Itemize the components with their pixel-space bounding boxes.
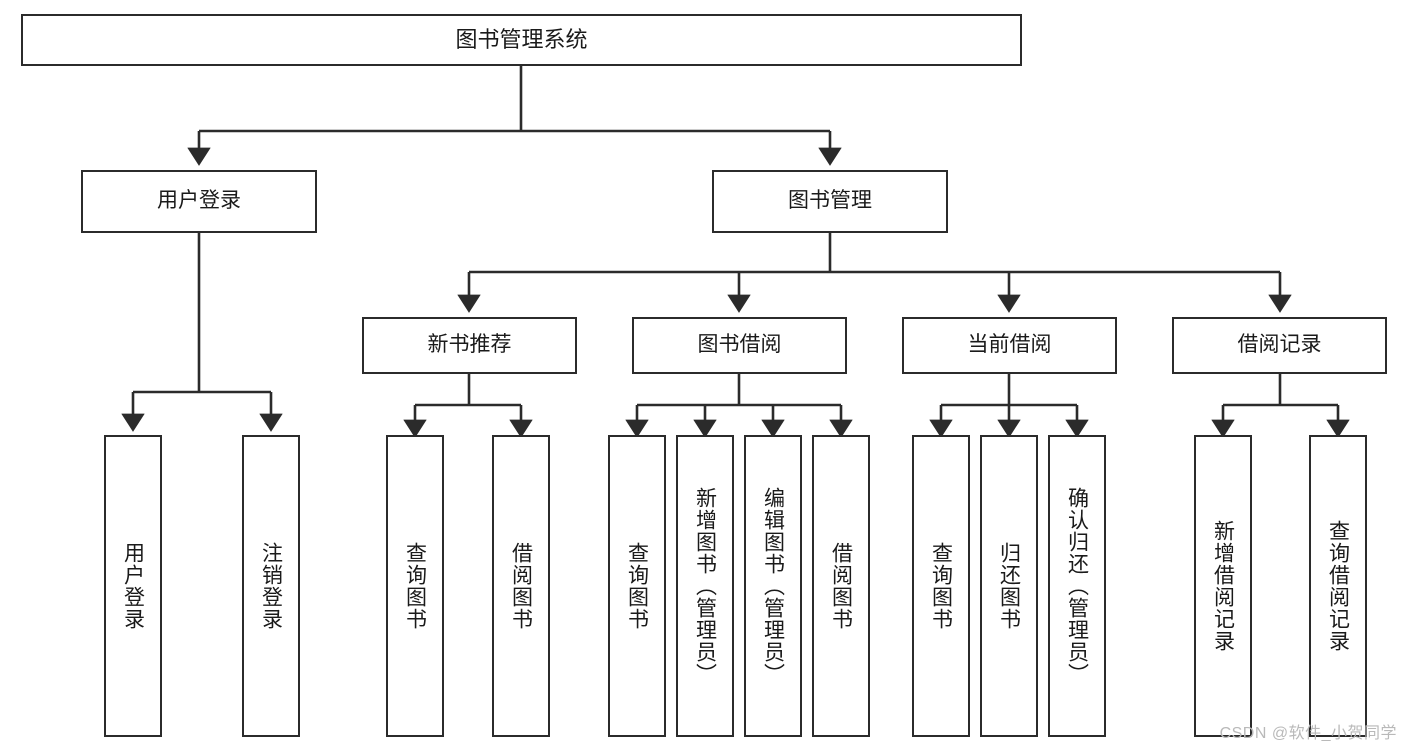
leaf-new-book-borrow-books[interactable]: 借阅图书	[492, 435, 550, 737]
node-borrow-records[interactable]: 借阅记录	[1172, 317, 1387, 374]
node-label: 注销登录	[259, 542, 283, 630]
node-label: 新书推荐	[427, 333, 512, 357]
node-current-borrow[interactable]: 当前借阅	[902, 317, 1117, 374]
leaf-user-login-logout[interactable]: 注销登录	[242, 435, 300, 737]
leaf-current-borrow-return-books[interactable]: 归还图书	[980, 435, 1038, 737]
leaf-borrow-records-add-record[interactable]: 新增借阅记录	[1194, 435, 1252, 737]
node-label: 图书管理系统	[455, 27, 588, 53]
node-label: 查询图书	[625, 542, 649, 630]
node-label: 用户登录	[157, 189, 241, 213]
leaf-book-borrow-query-books[interactable]: 查询图书	[608, 435, 666, 737]
node-book-management[interactable]: 图书管理	[712, 170, 948, 233]
leaf-borrow-records-query-record[interactable]: 查询借阅记录	[1309, 435, 1367, 737]
node-label: 新增图书（管理员）	[693, 487, 717, 685]
node-book-borrow[interactable]: 图书借阅	[632, 317, 847, 374]
leaf-book-borrow-add-book-admin[interactable]: 新增图书（管理员）	[676, 435, 734, 737]
node-label: 确认归还（管理员）	[1065, 487, 1089, 685]
node-label: 归还图书	[997, 542, 1021, 630]
leaf-user-login-login[interactable]: 用户登录	[104, 435, 162, 737]
node-user-login[interactable]: 用户登录	[81, 170, 317, 233]
node-root-book-management-system[interactable]: 图书管理系统	[21, 14, 1022, 66]
node-label: 当前借阅	[967, 333, 1052, 357]
node-label: 用户登录	[121, 542, 145, 630]
node-label: 编辑图书（管理员）	[761, 487, 785, 685]
node-label: 图书管理	[788, 189, 872, 213]
node-label: 图书借阅	[697, 333, 782, 357]
node-label: 借阅记录	[1237, 333, 1322, 357]
node-label: 查询图书	[929, 542, 953, 630]
leaf-book-borrow-borrow-books[interactable]: 借阅图书	[812, 435, 870, 737]
leaf-current-borrow-confirm-return-admin[interactable]: 确认归还（管理员）	[1048, 435, 1106, 737]
leaf-book-borrow-edit-book-admin[interactable]: 编辑图书（管理员）	[744, 435, 802, 737]
leaf-current-borrow-query-books[interactable]: 查询图书	[912, 435, 970, 737]
node-new-book-recommend[interactable]: 新书推荐	[362, 317, 577, 374]
node-label: 借阅图书	[509, 542, 533, 630]
leaf-new-book-query-books[interactable]: 查询图书	[386, 435, 444, 737]
node-label: 查询借阅记录	[1326, 520, 1350, 652]
node-label: 新增借阅记录	[1211, 520, 1235, 652]
node-label: 查询图书	[403, 542, 427, 630]
node-label: 借阅图书	[829, 542, 853, 630]
